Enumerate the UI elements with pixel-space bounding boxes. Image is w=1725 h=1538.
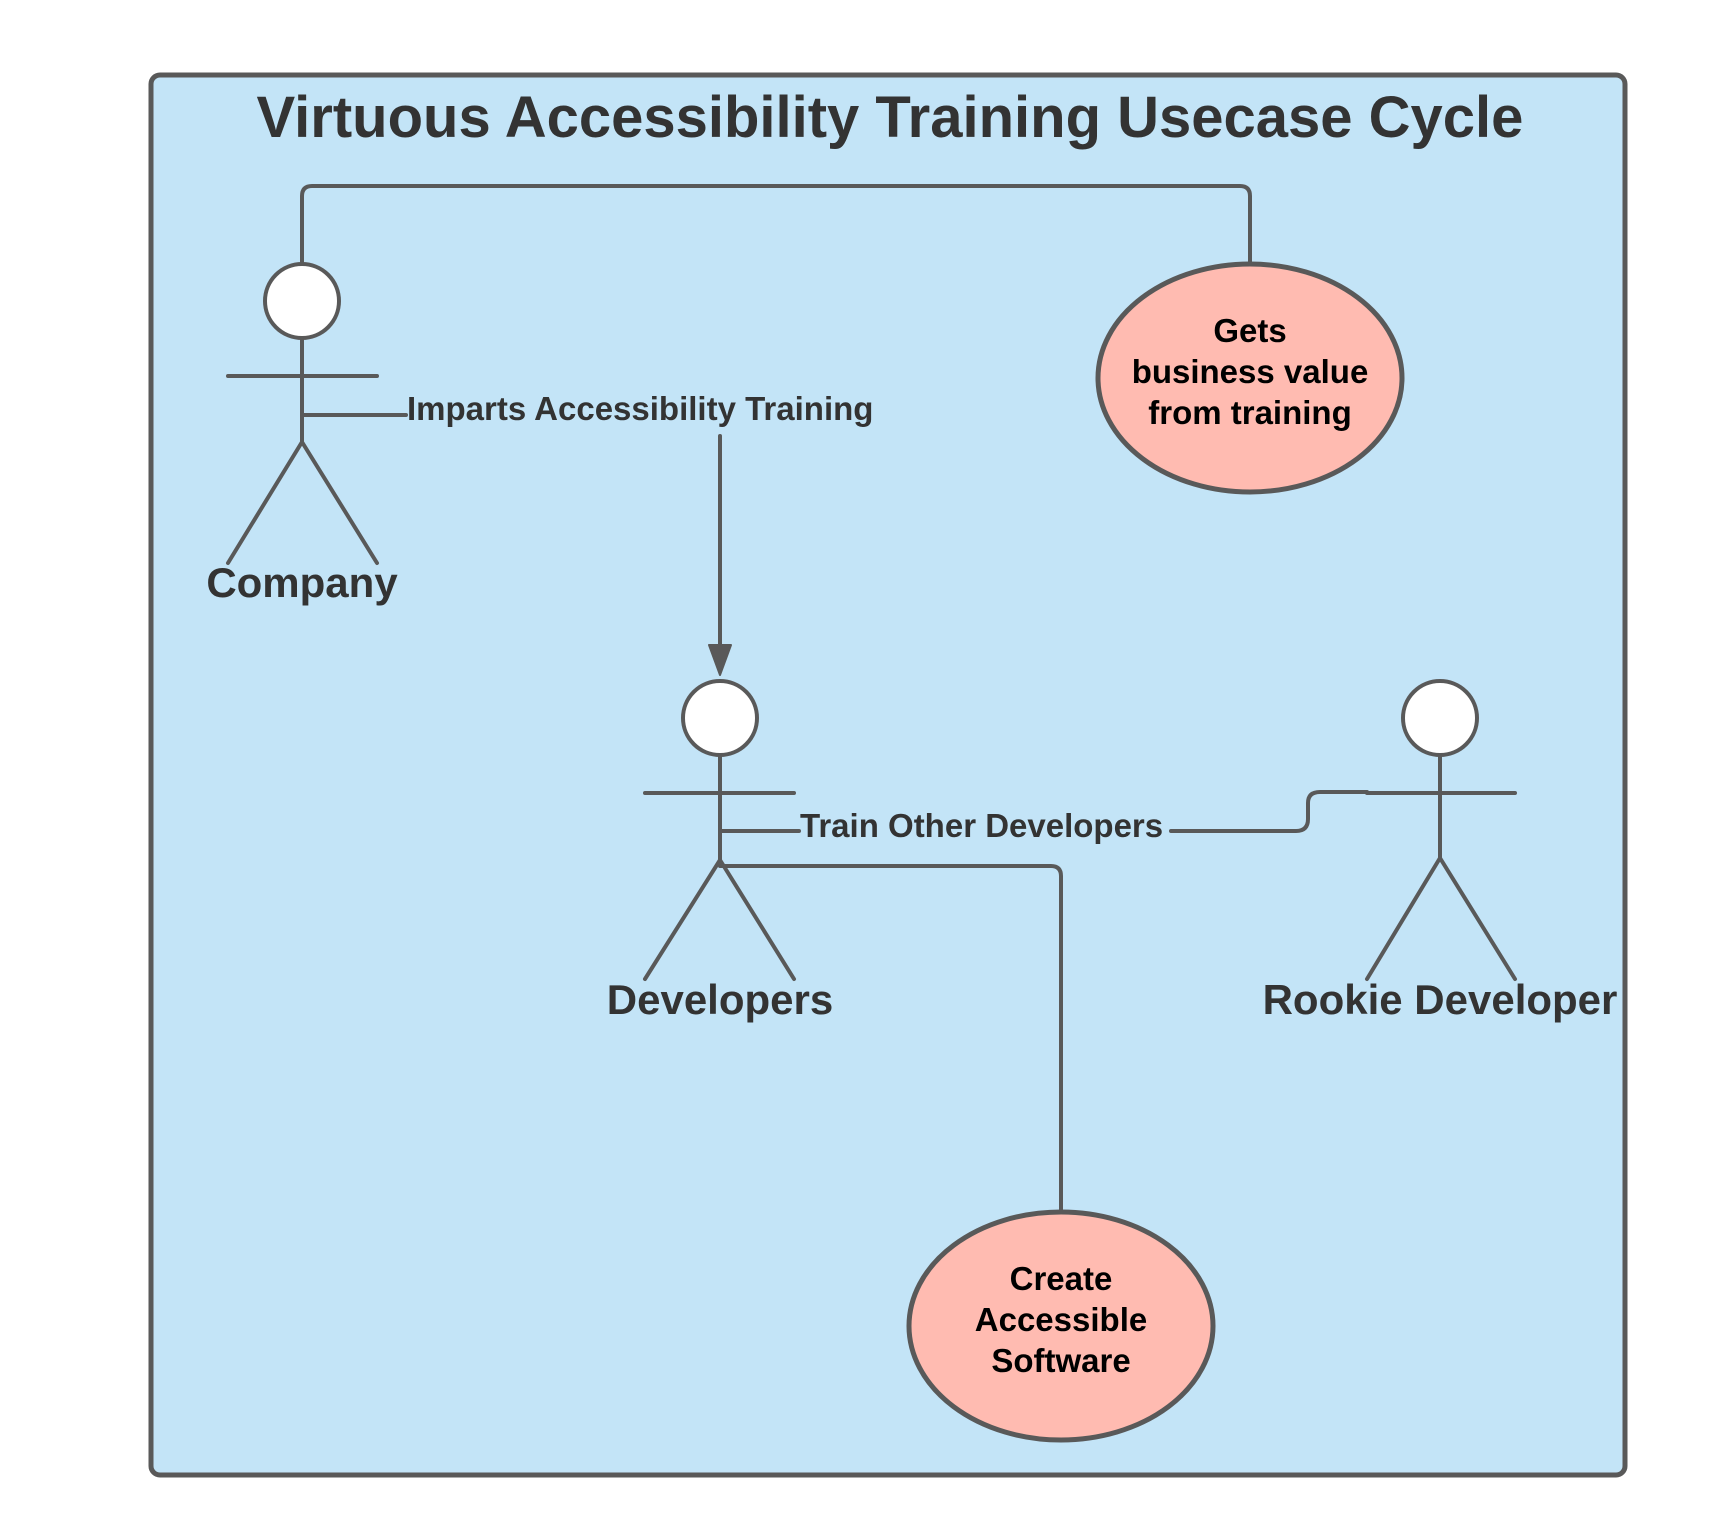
usecase-line-1: Create xyxy=(1010,1260,1113,1297)
usecase-ellipse xyxy=(906,1209,1216,1443)
usecase-line-3: Software xyxy=(991,1342,1130,1379)
edge-label-imparts: Imparts Accessibility Training xyxy=(407,390,873,427)
actor-company[interactable]: Company xyxy=(206,262,398,606)
connector-developers-create-software xyxy=(718,864,1063,1214)
actor-head xyxy=(681,679,759,757)
actor-developers[interactable]: Developers xyxy=(607,679,833,1023)
usecase-ellipse xyxy=(1095,261,1405,495)
usecase-line-3: from training xyxy=(1148,394,1352,431)
actor-head xyxy=(1401,679,1479,757)
usecase-create-software[interactable]: Create Accessible Software xyxy=(906,1209,1216,1443)
actor-head xyxy=(263,262,341,340)
actor-rookie-developer[interactable]: Rookie Developer xyxy=(1263,679,1618,1023)
actor-label: Rookie Developer xyxy=(1263,976,1618,1023)
actor-legs xyxy=(226,440,379,565)
actor-label: Developers xyxy=(607,976,833,1023)
usecase-business-value[interactable]: Gets business value from training xyxy=(1095,261,1405,495)
usecase-line-2: Accessible xyxy=(975,1301,1147,1338)
actor-legs xyxy=(1365,856,1517,981)
actor-legs xyxy=(643,858,796,981)
diagram-title: Virtuous Accessibility Training Usecase … xyxy=(257,85,1524,150)
usecase-line-2: business value xyxy=(1132,353,1369,390)
connector-train-rookie xyxy=(1169,790,1369,833)
arrowhead-down xyxy=(708,644,732,676)
system-boundary xyxy=(148,72,1628,1478)
actor-label: Company xyxy=(206,559,398,606)
usecase-line-1: Gets xyxy=(1213,312,1286,349)
connector-company-business-value xyxy=(300,184,1252,266)
edge-label-train: Train Other Developers xyxy=(800,807,1163,844)
